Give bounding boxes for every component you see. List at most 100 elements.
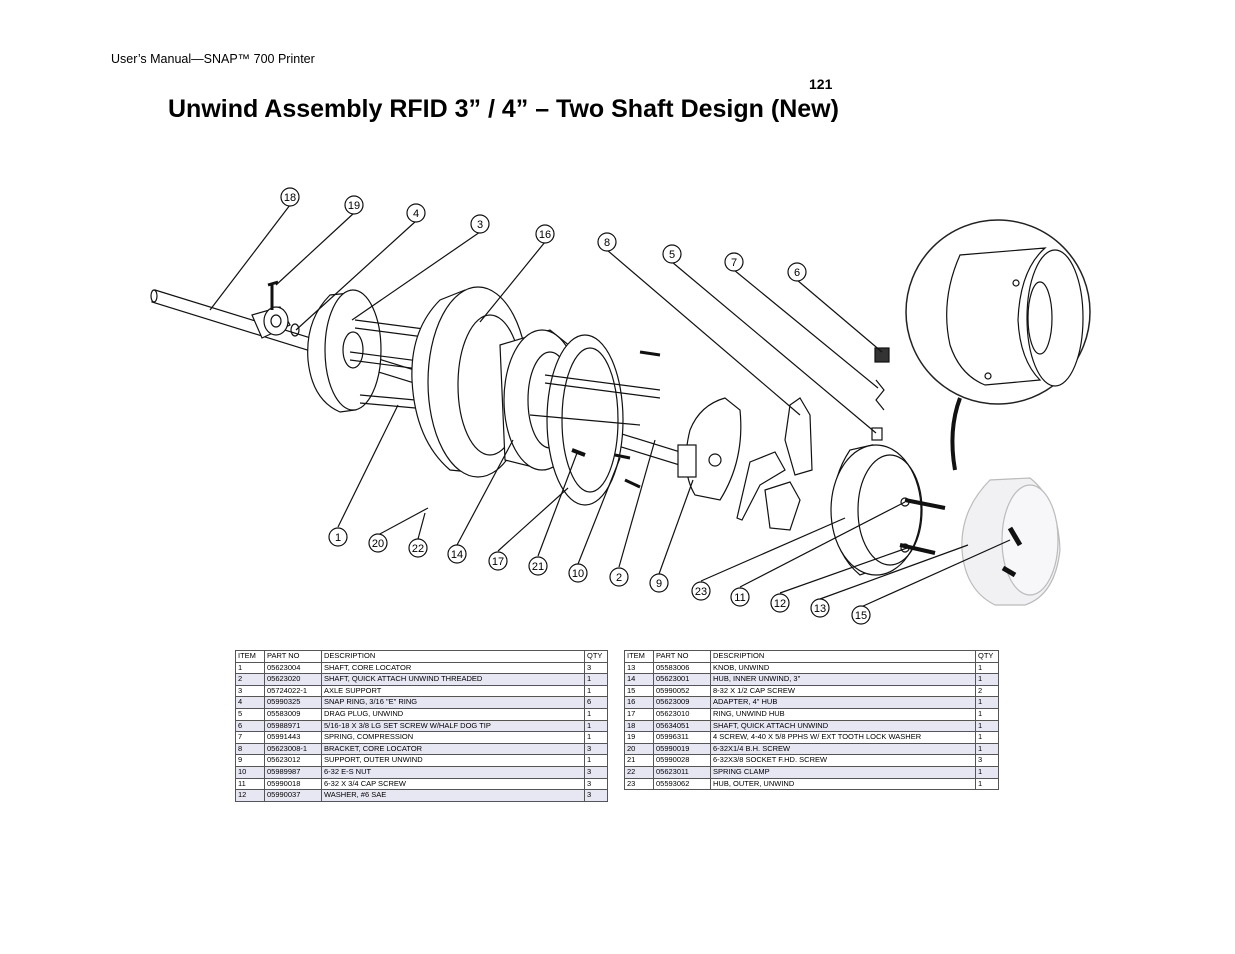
callout-circle [406, 203, 426, 223]
callout-label: 9 [656, 578, 662, 590]
cell-description: SHAFT, QUICK ATTACH UNWIND [710, 719, 976, 733]
cell-part-no: 05593062 [653, 777, 711, 791]
cell-description: 6-32 E-S NUT [321, 765, 585, 779]
cell-part-no: 05623004 [264, 661, 322, 675]
cell-qty: 1 [975, 661, 999, 675]
cell-part-no: 05724022-1 [264, 684, 322, 698]
callout-circle [691, 581, 711, 601]
cell-qty: 1 [975, 742, 999, 756]
cell-part-no: 05583006 [653, 661, 711, 675]
cell-part-no: 05990325 [264, 696, 322, 709]
cell-description: SUPPORT, OUTER UNWIND [321, 754, 585, 767]
callout-circle [528, 556, 548, 576]
cell-description: RING, UNWIND HUB [710, 707, 976, 721]
callout-circle [328, 527, 348, 547]
cell-qty: 1 [975, 696, 999, 709]
callout-label: 1 [335, 532, 341, 544]
cell-item: 13 [624, 661, 654, 675]
callout-label: 18 [284, 192, 296, 204]
cell-item: 21 [624, 754, 654, 767]
cell-qty: 6 [584, 696, 608, 709]
cell-qty: 1 [584, 684, 608, 698]
callout-circle [368, 533, 388, 553]
cell-part-no: 05583009 [264, 707, 322, 721]
cell-qty: 1 [975, 765, 999, 779]
page-title: Unwind Assembly RFID 3” / 4” – Two Shaft… [168, 95, 839, 123]
callout-label: 23 [695, 586, 707, 598]
page-number: 121 [809, 76, 833, 92]
cell-item: 23 [624, 777, 654, 791]
cell-description: 5/16-18 X 3/8 LG SET SCREW W/HALF DOG TI… [321, 719, 585, 733]
callout-circle [730, 587, 750, 607]
cell-description: 6-32 X 3/4 CAP SCREW [321, 777, 585, 791]
callout-label: 14 [451, 549, 463, 561]
cell-qty: 3 [584, 765, 608, 779]
cell-qty: 3 [584, 742, 608, 756]
cell-item: 4 [235, 696, 265, 709]
column-header-qty: QTY [975, 650, 999, 663]
callout-label: 19 [348, 200, 360, 212]
unwind-knob-drawing [961, 477, 1061, 606]
cell-part-no: 05623010 [653, 707, 711, 721]
cell-description: KNOB, UNWIND [710, 661, 976, 675]
cell-qty: 1 [584, 719, 608, 733]
cell-part-no: 05623011 [653, 765, 711, 779]
column-header-part-no: PART NO [264, 650, 322, 663]
column-header-item: ITEM [624, 650, 654, 663]
cell-item: 10 [235, 765, 265, 779]
cell-description: SPRING, COMPRESSION [321, 731, 585, 744]
cell-description: HUB, OUTER, UNWIND [710, 777, 976, 791]
cell-item: 3 [235, 684, 265, 698]
callout-label: 8 [604, 237, 610, 249]
cell-part-no: 05990019 [653, 742, 711, 756]
callout-circle [724, 252, 744, 272]
cell-item: 11 [235, 777, 265, 791]
cell-qty: 3 [584, 661, 608, 675]
column-header-description: DESCRIPTION [321, 650, 585, 663]
callout-circle [770, 593, 790, 613]
table-header-row: ITEM PART NO DESCRIPTION QTY [624, 650, 999, 663]
outer-hub-drawing [830, 444, 923, 576]
column-header-item: ITEM [235, 650, 265, 663]
callout-label: 6 [794, 267, 800, 279]
callout-label: 13 [814, 603, 826, 615]
callout-circle [280, 187, 300, 207]
cell-description: DRAG PLUG, UNWIND [321, 707, 585, 721]
cell-qty: 1 [584, 731, 608, 744]
callout-label: 11 [734, 592, 745, 604]
cell-qty: 1 [584, 673, 608, 686]
cell-part-no: 05623001 [653, 673, 711, 686]
callout-circle [568, 563, 588, 583]
cell-item: 15 [624, 684, 654, 698]
cell-qty: 1 [975, 673, 999, 686]
callout-label: 7 [731, 257, 737, 269]
callout-label: 4 [413, 208, 419, 220]
callout-label: 12 [774, 598, 786, 610]
cell-qty: 3 [975, 754, 999, 767]
callout-circle [609, 567, 629, 587]
callout-label: 16 [539, 229, 551, 241]
cell-item: 12 [235, 789, 265, 802]
cell-description: WASHER, #6 SAE [321, 789, 585, 802]
cell-qty: 3 [584, 777, 608, 791]
cell-item: 16 [624, 696, 654, 709]
callout-label: 3 [477, 219, 483, 231]
outer-support-drawing [677, 397, 742, 501]
callout-label: 21 [532, 561, 544, 573]
core-locator-brackets-drawing [736, 397, 813, 531]
cell-description: 4 SCREW, 4-40 X 5/8 PPHS W/ EXT TOOTH LO… [710, 731, 976, 744]
cell-description: ADAPTER, 4" HUB [710, 696, 976, 709]
